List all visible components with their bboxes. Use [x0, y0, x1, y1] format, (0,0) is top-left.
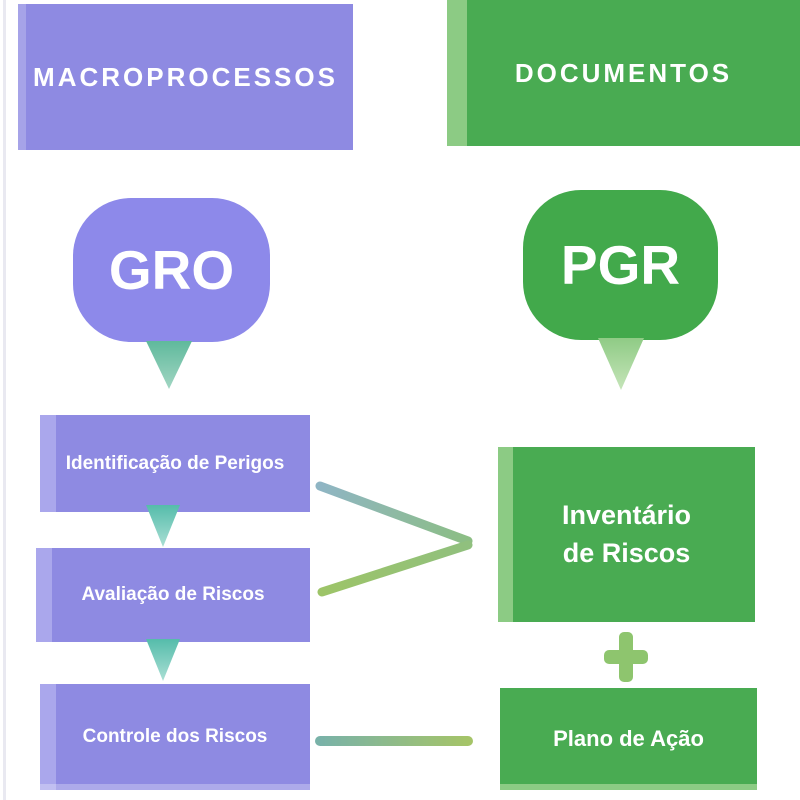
pgr-pointer-triangle-down-icon	[598, 338, 644, 390]
plus-icon	[601, 632, 651, 682]
plus-horizontal-bar	[604, 650, 648, 664]
box-identificacao-de-perigos: Identificação de Perigos	[40, 415, 310, 512]
documentos-header: DOCUMENTOS	[447, 0, 800, 146]
box-inventario-de-riscos: Inventário de Riscos	[498, 447, 755, 622]
macroprocessos-header: MACROPROCESSOS	[18, 4, 353, 150]
gro-pill: GRO	[73, 198, 270, 342]
box-controle-dos-riscos: Controle dos Riscos	[40, 684, 310, 790]
left-edge-line	[3, 0, 6, 800]
inventario-line2: de Riscos	[562, 537, 691, 568]
pgr-pill: PGR	[523, 190, 718, 340]
inventario-line1: Inventário	[561, 499, 692, 530]
down-arrow-icon	[146, 505, 180, 547]
box-avaliacao-de-riscos: Avaliação de Riscos	[36, 548, 310, 642]
plano-de-acao-label: Plano de Ação	[553, 726, 704, 751]
box-plano-de-acao: Plano de Ação	[500, 688, 757, 790]
gro-pointer-triangle-down-icon	[146, 341, 192, 389]
down-arrow-icon	[146, 639, 180, 681]
merge-chevron-icon	[315, 481, 473, 597]
